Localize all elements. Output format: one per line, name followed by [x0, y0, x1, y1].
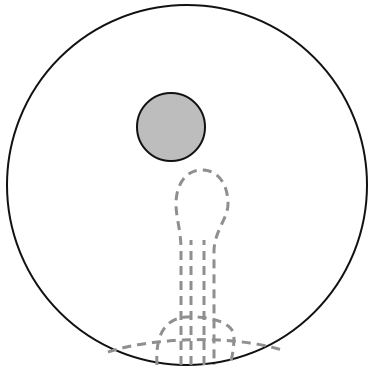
bottom-arc-dashed	[108, 340, 282, 352]
keyhole-outline-dashed	[176, 170, 228, 365]
outer-circle	[7, 5, 367, 365]
filled-circle	[137, 93, 205, 161]
